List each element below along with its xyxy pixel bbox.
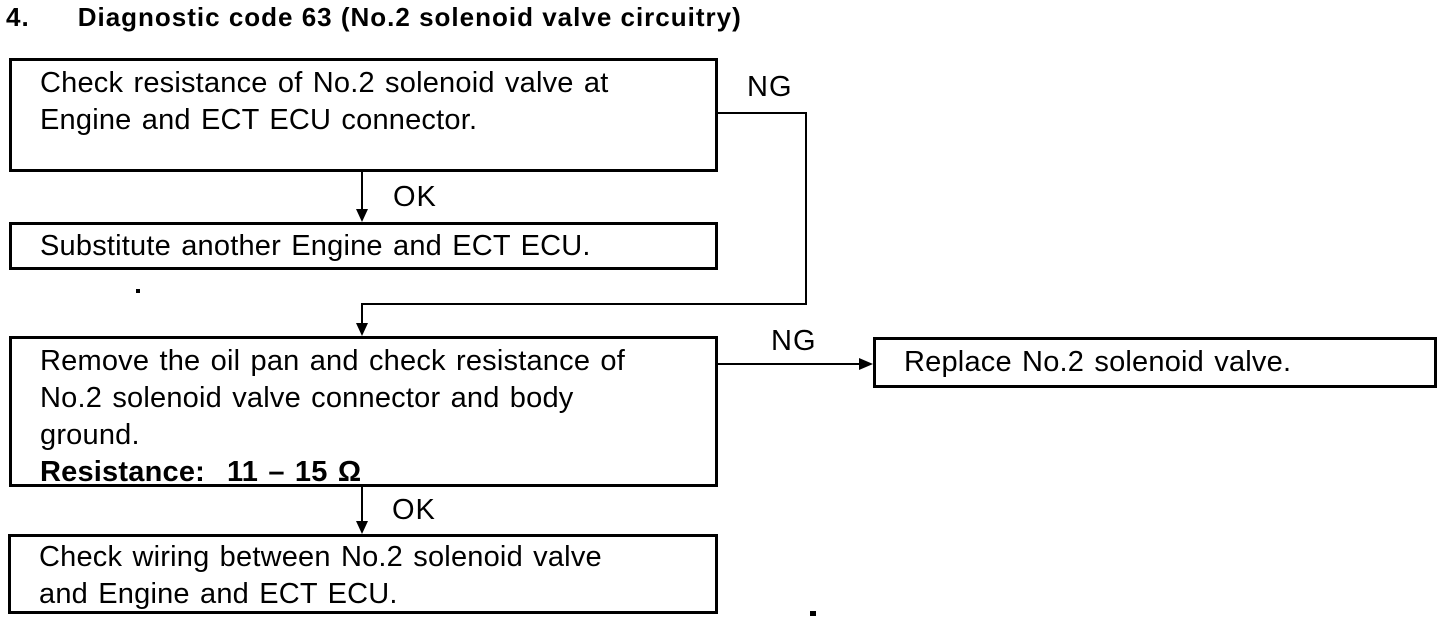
arrowhead-down	[356, 521, 368, 534]
arrowhead-right	[859, 358, 873, 370]
page-title-text: Diagnostic code 63 (No.2 solenoid valve …	[77, 2, 742, 32]
box-text-line: No.2 solenoid valve connector and body	[40, 382, 574, 414]
connector-check-ng-segment	[805, 112, 807, 305]
ng-label: NG	[747, 71, 793, 103]
ok-label: OK	[393, 181, 437, 213]
resistance-spec-line: Resistance: 11 – 15 Ω	[40, 454, 697, 491]
box-text-line: and Engine and ECT ECU.	[39, 578, 398, 610]
connector-check-ng-segment	[718, 112, 807, 114]
connector-oilpan-ok-line	[361, 487, 363, 523]
resistance-spec-value: 11 – 15 Ω	[227, 456, 362, 488]
box-text-line: Check resistance of No.2 solenoid valve …	[40, 67, 609, 99]
box-text-line: Remove the oil pan and check resistance …	[40, 345, 625, 377]
node-check-wiring: Check wiring between No.2 solenoid valve…	[8, 534, 718, 614]
connector-oilpan-ng-line	[718, 363, 861, 365]
connector-check-ng-segment	[361, 303, 807, 305]
node-replace-valve: Replace No.2 solenoid valve.	[873, 337, 1437, 388]
page-title-number: 4.	[6, 2, 30, 32]
scan-speck	[810, 611, 816, 616]
arrowhead-down	[356, 209, 368, 222]
ok-label: OK	[392, 494, 436, 526]
box-text-line: Substitute another Engine and ECT ECU.	[40, 229, 591, 262]
box-text-line: Check wiring between No.2 solenoid valve	[39, 541, 602, 573]
resistance-spec-label: Resistance:	[40, 456, 205, 488]
ng-label: NG	[771, 325, 817, 357]
box-text-line: ground.	[40, 419, 140, 451]
scan-speck	[136, 289, 140, 293]
connector-check-ok-line	[361, 172, 363, 212]
page-title: 4. Diagnostic code 63 (No.2 solenoid valv…	[6, 2, 742, 33]
node-check-resistance: Check resistance of No.2 solenoid valve …	[9, 58, 718, 172]
node-substitute-ecu: Substitute another Engine and ECT ECU.	[9, 222, 718, 270]
box-text-line: Engine and ECT ECU connector.	[40, 104, 478, 136]
box-text-line: Replace No.2 solenoid valve.	[904, 346, 1292, 378]
arrowhead-down	[356, 323, 368, 336]
node-remove-oil-pan: Remove the oil pan and check resistance …	[9, 336, 718, 488]
connector-check-ng-segment	[361, 303, 363, 325]
